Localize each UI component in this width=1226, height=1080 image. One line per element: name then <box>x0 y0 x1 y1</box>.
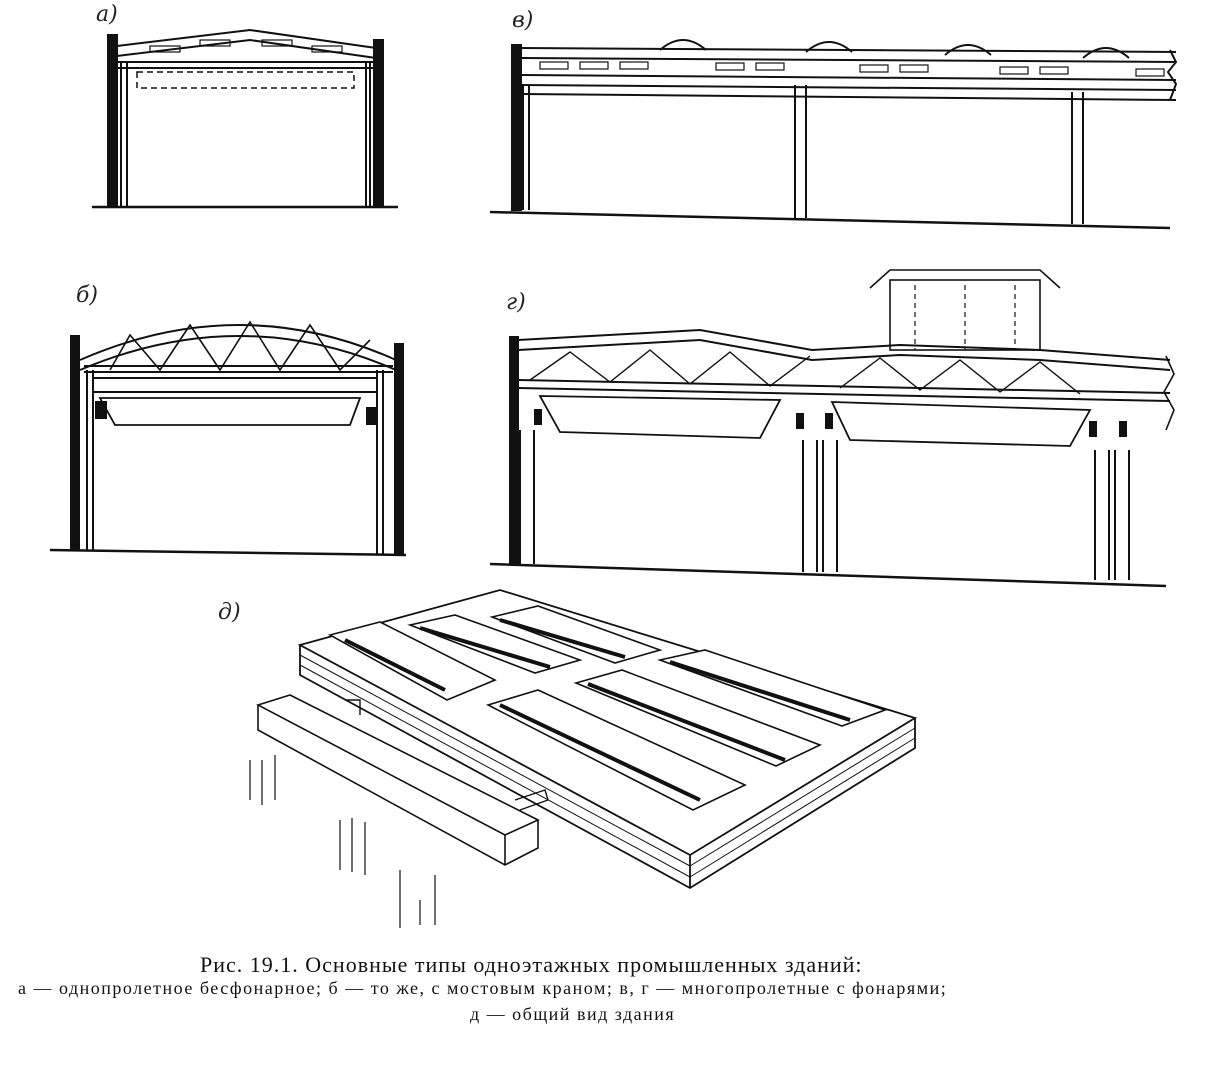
caption-title: Рис. 19.1. Основные типы одноэтажных про… <box>200 952 863 977</box>
panel-label-g: г) <box>506 290 526 315</box>
drawing-v-multi-span-lanterns <box>489 39 1178 230</box>
panel-label-a: а) <box>96 2 118 27</box>
drawing-g-multi-span-crane <box>489 269 1175 588</box>
panel-label-b: б) <box>76 283 99 308</box>
drawing-b-crane <box>49 320 407 557</box>
drawing-a-single-span <box>92 28 398 209</box>
drawing-d-building-overview <box>249 589 918 928</box>
panel-label-d: д) <box>218 600 241 625</box>
caption-line-2: д — общий вид здания <box>470 1004 676 1024</box>
caption-line-1: а — однопролетное бесфонарное; б — то же… <box>18 978 948 998</box>
drawings <box>49 28 1178 928</box>
panel-label-v: в) <box>512 8 534 33</box>
